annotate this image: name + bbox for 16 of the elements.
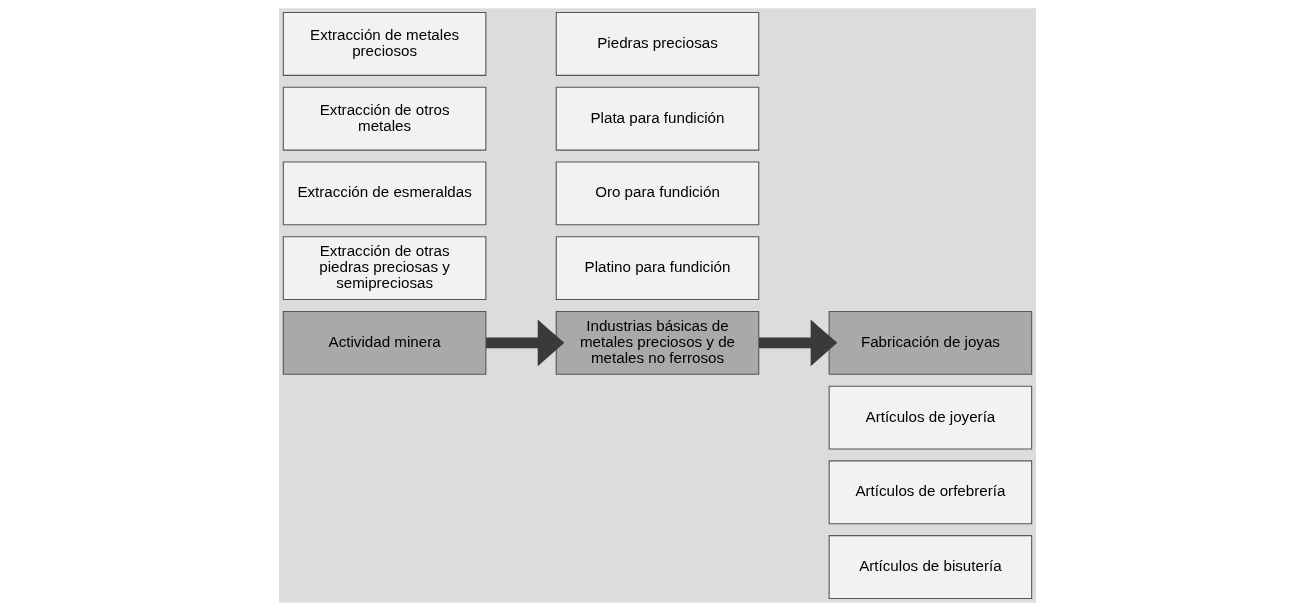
arrow [759,319,838,367]
node-box: Extracción de metales preciosos [282,12,487,76]
node-box: Industrias básicas de metales preciosos y de metales no ferrosos [555,310,760,375]
node-box: Extracción de esmeraldas [282,161,487,226]
node-box: Extracción de otros metales [282,86,487,151]
node-box: Platino para fundición [555,236,760,301]
node-box: Artículos de orfebrería [828,460,1033,525]
node-box: Actividad minera [282,310,487,375]
node-box: Fabricación de joyas [828,310,1033,375]
node-box: Plata para fundición [555,86,760,151]
node-box: Piedras preciosas [555,12,760,76]
arrow [486,319,565,367]
node-box: Artículos de bisutería [828,535,1033,599]
node-box: Artículos de joyería [828,385,1033,450]
node-box: Extracción de otras piedras preciosas y semipreciosas [282,236,487,301]
node-box: Oro para fundición [555,161,760,226]
